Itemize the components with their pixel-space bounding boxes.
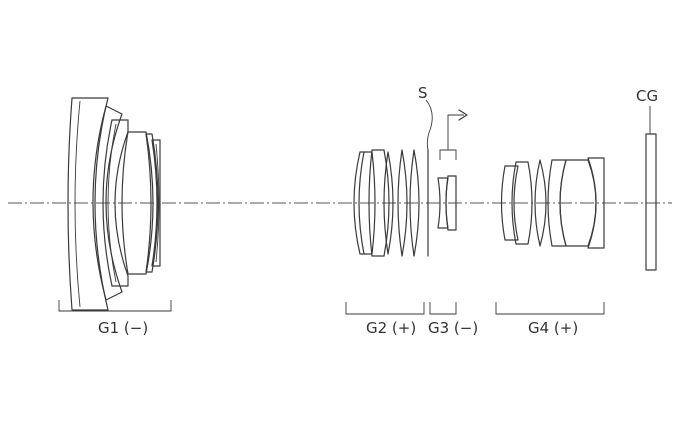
stop-label: S — [418, 84, 428, 102]
lens-group-g2 — [345, 149, 425, 315]
lens-group-g4 — [495, 157, 605, 315]
lens-group-g1 — [58, 97, 172, 312]
group1-label: G1 (−) — [98, 319, 148, 337]
cover-glass — [645, 106, 657, 271]
group2-label: G2 (+) — [366, 319, 416, 337]
group3-label: G3 (−) — [428, 319, 478, 337]
group4-label: G4 (+) — [528, 319, 578, 337]
aperture-stop — [425, 99, 433, 257]
lens-group-g3 — [429, 109, 468, 315]
cover-glass-label: CG — [636, 87, 658, 105]
